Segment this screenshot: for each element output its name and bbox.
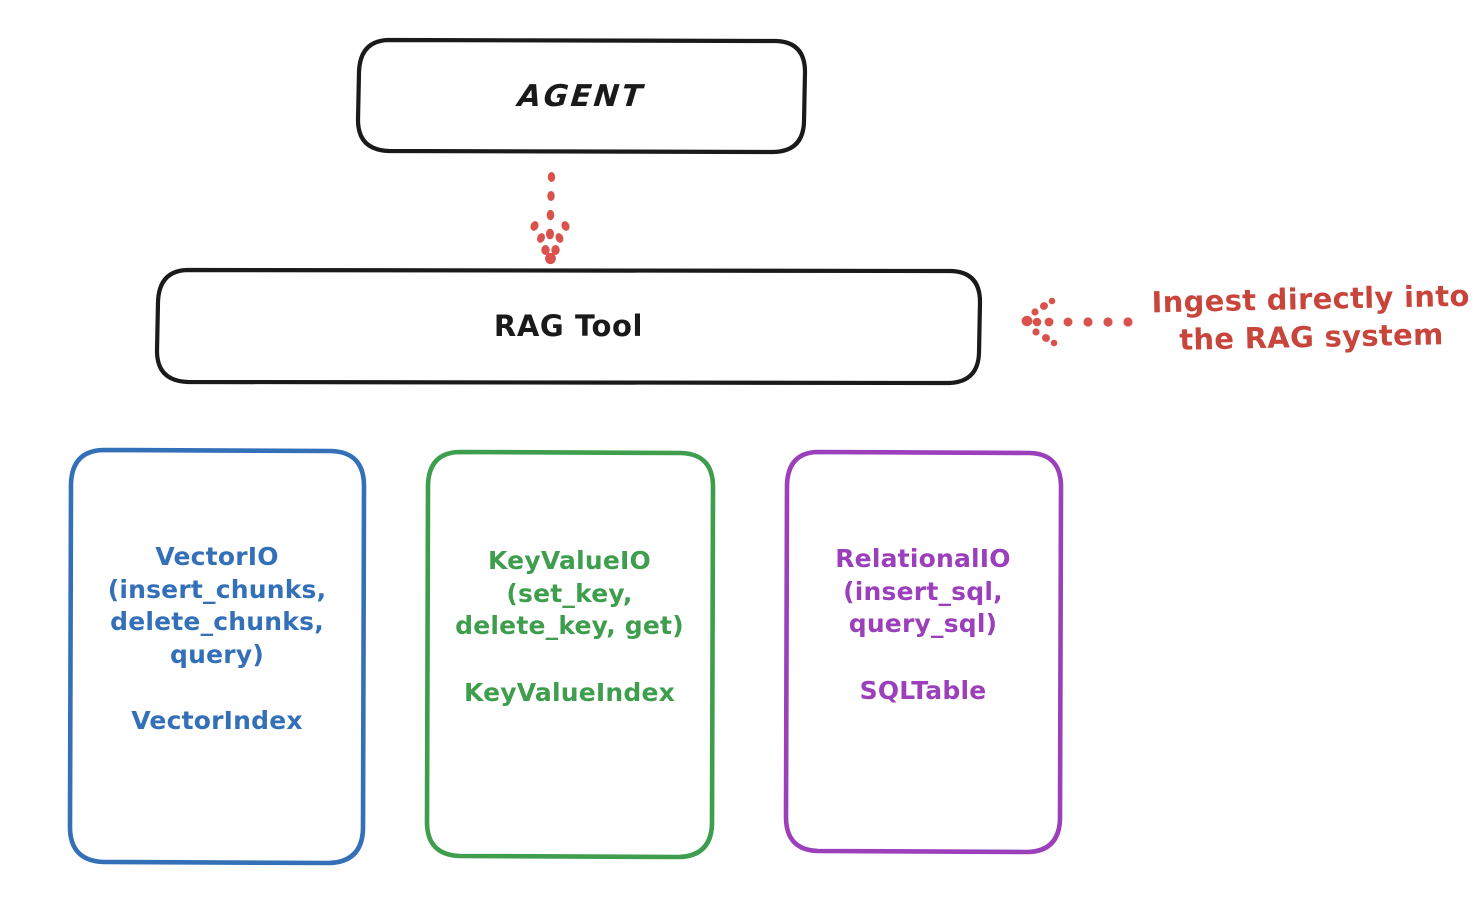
node-vector-io-index-label: VectorIndex [131, 706, 303, 735]
node-relational-io-api-label: RelationalIO (insert_sql, query_sql) [835, 544, 1011, 638]
node-rag-tool[interactable]: RAG Tool [156, 269, 981, 384]
node-key-value-io-api-label: KeyValueIO (set_key, delete_key, get) [455, 546, 684, 640]
node-vector-io-api-label: VectorIO (insert_chunks, delete_chunks, … [107, 542, 327, 669]
connector-agent-to-rag-tool [530, 172, 570, 265]
node-vector-io[interactable]: VectorIO (insert_chunks, delete_chunks, … [69, 449, 365, 864]
annotation-ingest-directly: Ingest directly into the RAG system [1151, 278, 1470, 358]
node-rag-tool-label: RAG Tool [493, 308, 644, 343]
node-relational-io[interactable]: RelationalIO (insert_sql, query_sql) SQL… [785, 451, 1061, 852]
node-relational-io-index-label: SQLTable [859, 675, 987, 705]
node-agent[interactable]: AGENT [357, 39, 806, 153]
node-key-value-io-index-label: KeyValueIndex [463, 677, 676, 707]
node-agent-label: AGENT [516, 78, 647, 114]
connector-annotation-to-rag-tool [1021, 297, 1133, 347]
node-key-value-io[interactable]: KeyValueIO (set_key, delete_key, get) Ke… [426, 451, 713, 857]
